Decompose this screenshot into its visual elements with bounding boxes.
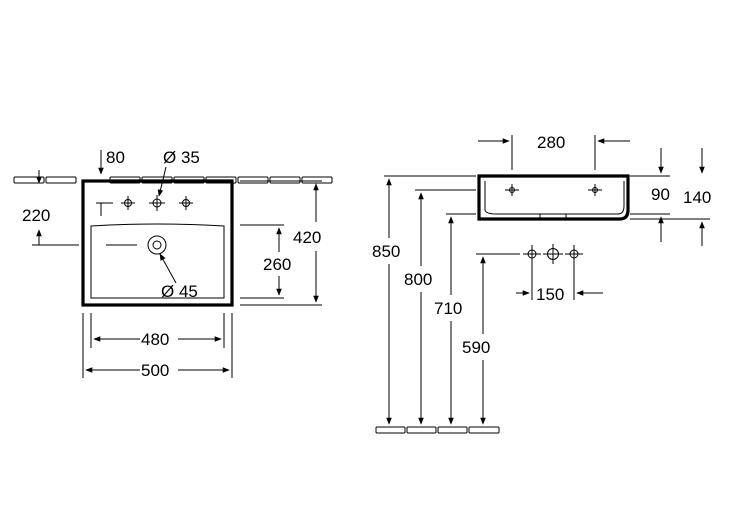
waste-hole [106,235,167,255]
side-view: 280 90 140 150 [372,133,711,434]
supply-holes [523,244,583,264]
tap-holes [121,195,193,211]
dim-rim-height: 850 [372,242,400,261]
dim-overall-width: 500 [141,361,169,380]
dim-top-tap-offset: 80 [106,148,125,167]
side-floor [375,426,500,434]
dim-tap-spacing: 280 [537,133,565,152]
dim-waste-height: 260 [263,255,291,274]
basin-outline [81,179,234,307]
dim-waste-height-side: 710 [434,299,462,318]
dim-basin-depth: 90 [651,185,670,204]
dim-supply-height: 590 [462,338,490,357]
dim-tap-height: 220 [22,206,50,225]
dim-supply-spacing: 150 [536,285,564,304]
front-view: 80 Ø 35 Ø 45 220 420 260 480 [13,148,333,380]
dim-waste-diameter: Ø 45 [161,282,198,301]
side-tap-holes [505,184,602,196]
dim-basin-height: 140 [683,188,711,207]
basin-side-outline [477,174,630,221]
dim-inner-width: 480 [141,330,169,349]
dim-tap-hole-diameter: Ø 35 [163,148,200,167]
dim-overall-height: 420 [293,228,321,247]
basin-inner-bowl [90,223,225,299]
dim-bowl-height: 800 [404,270,432,289]
